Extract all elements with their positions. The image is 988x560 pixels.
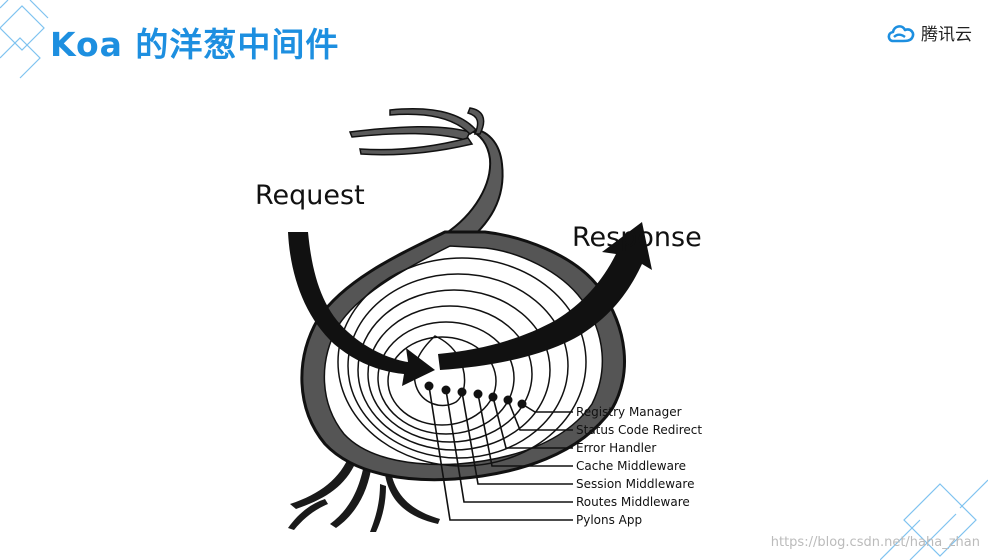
layer-dots	[424, 381, 527, 409]
layer-label: Pylons App	[576, 513, 642, 527]
corner-decoration-top-left	[0, 0, 49, 79]
response-arrow-icon	[438, 222, 652, 370]
cloud-icon	[887, 24, 915, 42]
layer-dot	[457, 387, 467, 397]
layer-label: Registry Manager	[576, 405, 682, 419]
layer-dot	[517, 399, 527, 409]
onion-stalk	[348, 107, 504, 248]
layer-label: Error Handler	[576, 441, 656, 455]
request-label: Request	[255, 180, 365, 211]
layer-label: Cache Middleware	[576, 459, 686, 473]
layer-label: Routes Middleware	[576, 495, 690, 509]
layer-dot	[424, 381, 434, 391]
brand-logo: 腾讯云	[885, 20, 972, 45]
layer-label: Session Middleware	[576, 477, 694, 491]
brand-name: 腾讯云	[921, 25, 972, 45]
layer-dot	[473, 389, 483, 399]
layer-dot	[441, 385, 451, 395]
watermark: https://blog.csdn.net/haha_zhan	[770, 535, 980, 550]
layer-dot	[503, 395, 513, 405]
response-label: Response	[572, 222, 702, 253]
corner-decoration-bottom-right	[880, 479, 988, 560]
layer-labels: Registry Manager Status Code Redirect Er…	[576, 405, 702, 527]
request-arrow-icon	[288, 232, 435, 386]
slide-title: Koa 的洋葱中间件	[50, 25, 340, 64]
onion-diagram: Request Response Registry Manager Status…	[255, 107, 702, 532]
layer-leaders	[428, 385, 573, 521]
onion-layer-rings	[337, 257, 587, 467]
layer-label: Status Code Redirect	[576, 423, 702, 437]
layer-dot	[488, 392, 498, 402]
